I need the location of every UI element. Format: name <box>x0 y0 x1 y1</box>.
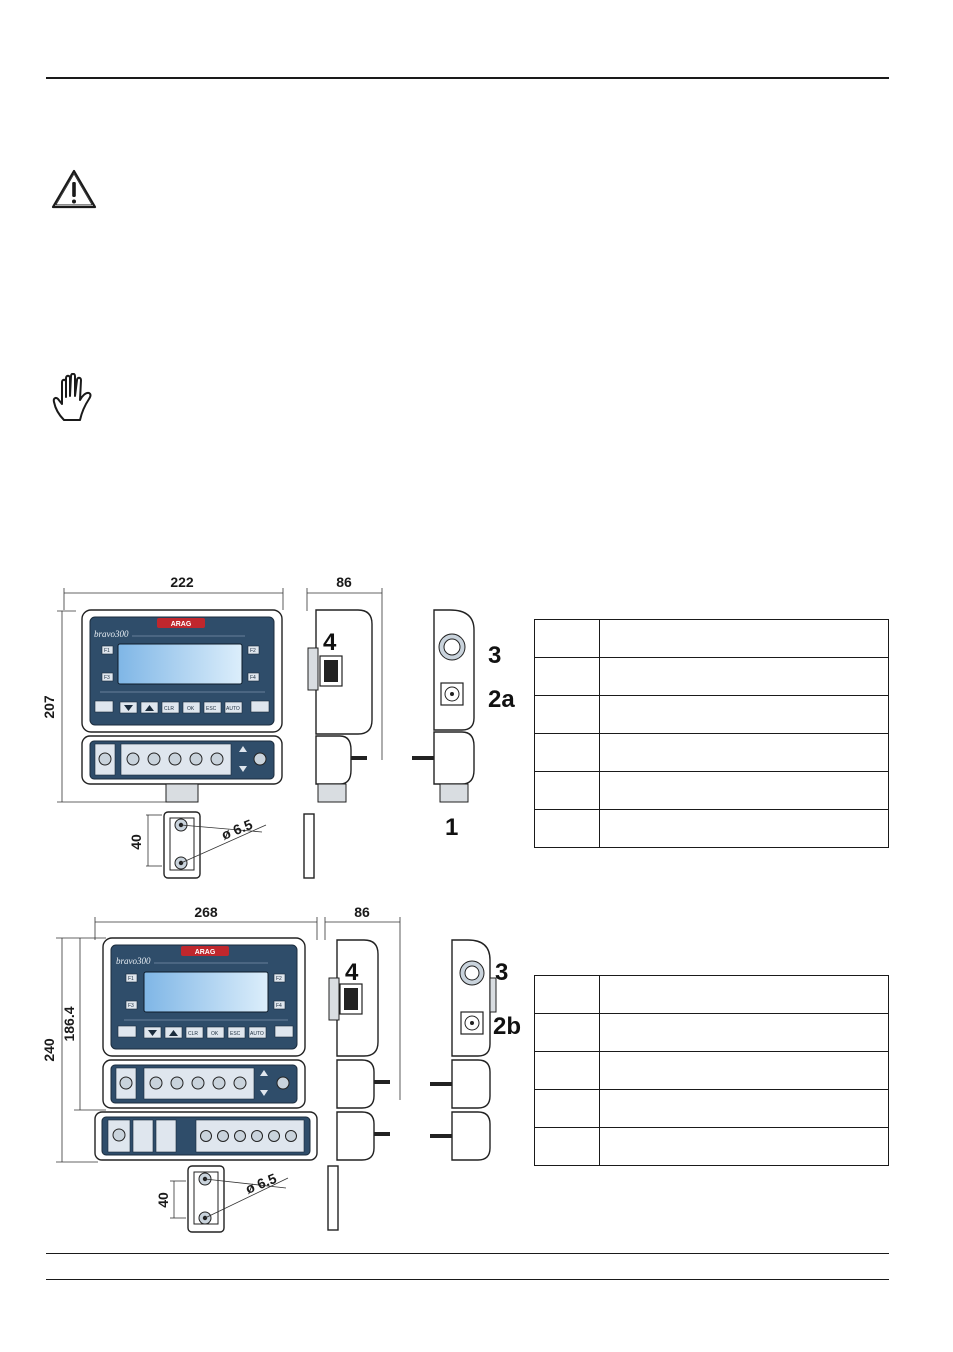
header-rule <box>46 77 889 79</box>
fig2-callout-2b: 2b <box>493 1013 521 1040</box>
svg-text:OK: OK <box>211 1031 219 1037</box>
fig2-inner-height-dim: 186.4 <box>61 1006 77 1041</box>
svg-text:ARAG: ARAG <box>195 949 216 956</box>
svg-text:AUTO: AUTO <box>250 1031 264 1037</box>
figure-1-drawing: 222 207 ARAG bravo300 F1 F3 F2 F4 CLR OK… <box>41 574 515 879</box>
fig1-callout-1: 1 <box>445 814 458 841</box>
fig1-bracket-dim: 40 <box>128 834 144 850</box>
svg-text:F2: F2 <box>276 976 282 982</box>
footer-rule-bottom <box>46 1279 889 1280</box>
svg-text:ESC: ESC <box>230 1031 241 1037</box>
fig1-width-dim: 222 <box>170 574 194 590</box>
fig2-depth-dim: 86 <box>354 904 370 920</box>
table-row <box>534 1127 889 1166</box>
fig2-bracket-dim: 40 <box>155 1192 171 1208</box>
fig2-lcd-screen <box>143 971 269 1013</box>
fig1-callout-4: 4 <box>323 629 337 656</box>
fig2-arag-logo <box>181 946 229 956</box>
fig2-height-dim: 240 <box>41 1038 57 1062</box>
table-row <box>534 695 889 734</box>
fig1-callout-2a: 2a <box>488 686 515 713</box>
svg-text:F4: F4 <box>276 1003 282 1009</box>
fig1-section-switches <box>120 743 232 776</box>
table-row <box>534 657 889 696</box>
fig1-depth-dim: 86 <box>336 574 352 590</box>
svg-text:CLR: CLR <box>164 706 174 712</box>
figure-2-drawing: 268 240 186.4 ARAG bravo300 F1 F3 F2 F4 … <box>41 904 521 1233</box>
svg-text:ESC: ESC <box>206 706 217 712</box>
fig1-lcd-screen <box>117 643 243 685</box>
fig2-section-switches <box>143 1067 255 1100</box>
svg-text:F3: F3 <box>128 1003 134 1009</box>
fig2-callout-3: 3 <box>495 959 508 986</box>
svg-text:AUTO: AUTO <box>226 706 240 712</box>
svg-text:F1: F1 <box>128 976 134 982</box>
table-row <box>534 1089 889 1128</box>
stop-hand-icon <box>52 373 92 421</box>
svg-text:bravo300: bravo300 <box>94 629 129 639</box>
svg-text:CLR: CLR <box>188 1031 198 1037</box>
svg-text:bravo300: bravo300 <box>116 956 151 966</box>
table-row <box>534 975 889 1014</box>
svg-text:OK: OK <box>187 706 195 712</box>
table-row <box>534 1013 889 1052</box>
table-row <box>534 619 889 658</box>
fig1-arag-logo <box>157 618 205 628</box>
fig2-callout-4: 4 <box>345 959 359 986</box>
table-row <box>534 733 889 772</box>
fig1-hole-dim: ø 6.5 <box>219 816 255 843</box>
svg-text:ARAG: ARAG <box>171 621 192 628</box>
warning-triangle-icon <box>51 169 97 209</box>
fig2-width-dim: 268 <box>194 904 218 920</box>
svg-text:F1: F1 <box>104 648 110 654</box>
table-row <box>534 771 889 810</box>
fig2-hole-dim: ø 6.5 <box>243 1170 279 1197</box>
fig1-height-dim: 207 <box>41 695 57 719</box>
fig1-callout-3: 3 <box>488 642 501 669</box>
footer-rule-top <box>46 1253 889 1254</box>
svg-text:F2: F2 <box>250 648 256 654</box>
svg-text:F3: F3 <box>104 675 110 681</box>
legend-table-2 <box>534 975 889 1166</box>
table-row <box>534 1051 889 1090</box>
legend-table-1 <box>534 619 889 848</box>
table-row <box>534 809 889 848</box>
svg-text:F4: F4 <box>250 675 256 681</box>
